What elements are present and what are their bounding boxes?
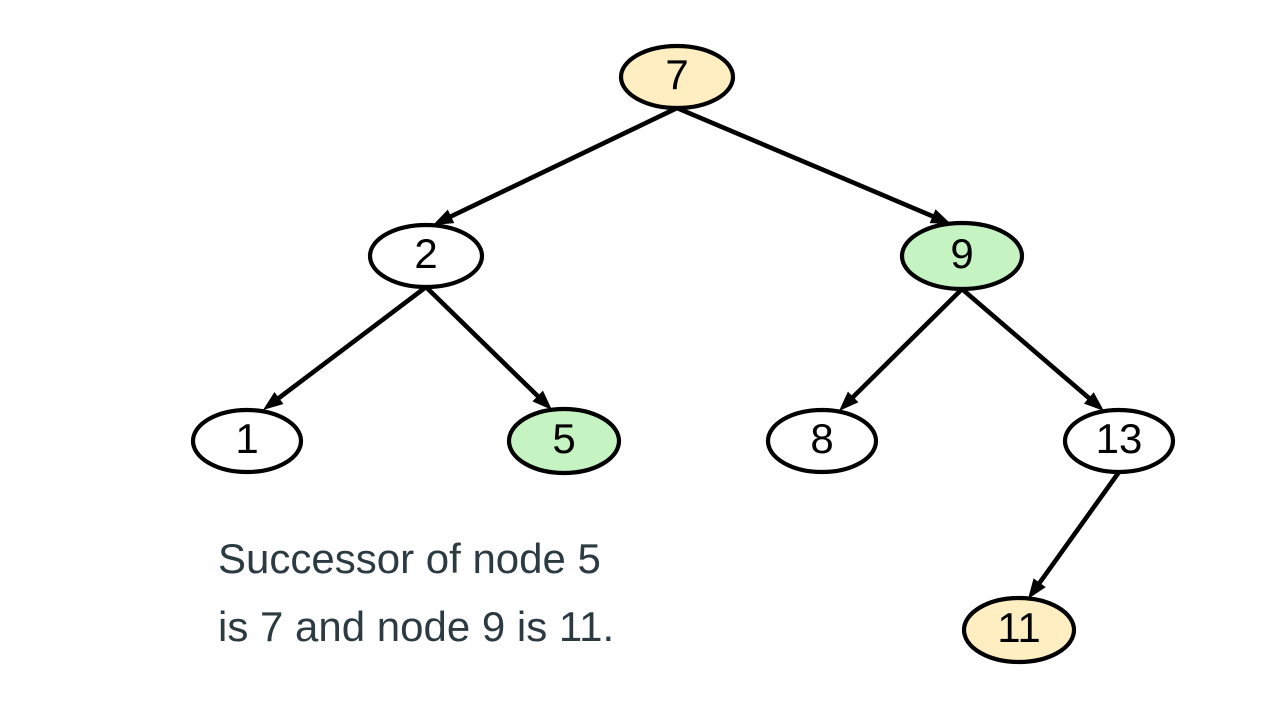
caption-layer: Successor of node 5 is 7 and node 9 is 11… <box>218 535 614 650</box>
node-label: 8 <box>810 415 833 462</box>
tree-node-5[interactable]: 5 <box>506 406 622 476</box>
node-label: 1 <box>235 415 258 462</box>
node-ellipse[interactable] <box>1062 407 1176 475</box>
node-label: 13 <box>1096 415 1143 462</box>
edge-arrowhead-icon <box>1083 392 1104 411</box>
node-ellipse[interactable] <box>190 407 304 475</box>
edge-line <box>1036 470 1121 587</box>
tree-node-2[interactable]: 2 <box>367 222 485 290</box>
edge-line <box>447 105 678 220</box>
node-ellipse[interactable] <box>367 222 485 290</box>
node-ellipse[interactable] <box>506 406 622 476</box>
tree-edge <box>1028 470 1121 599</box>
tree-edge <box>676 105 951 224</box>
edge-arrowhead-icon <box>532 390 552 410</box>
edge-line <box>676 105 937 220</box>
tree-edge <box>960 287 1104 411</box>
tree-node-1[interactable]: 1 <box>190 407 304 475</box>
edge-arrowhead-icon <box>433 209 455 225</box>
nodes-layer: 7 2 9 1 5 8 13 11 <box>190 43 1176 665</box>
edge-arrowhead-icon <box>263 391 284 410</box>
node-label: 11 <box>997 604 1041 651</box>
tree-edge <box>424 285 552 410</box>
node-ellipse[interactable] <box>765 407 879 475</box>
caption-line-1: Successor of node 5 <box>218 535 601 582</box>
node-label: 5 <box>552 415 575 462</box>
node-label: 7 <box>665 51 688 98</box>
tree-edge <box>263 285 428 410</box>
tree-node-9[interactable]: 9 <box>899 220 1025 292</box>
tree-node-11[interactable]: 11 <box>961 595 1077 665</box>
node-label: 2 <box>414 230 437 277</box>
tree-node-13[interactable]: 13 <box>1062 407 1176 475</box>
tree-edge <box>433 105 678 225</box>
node-ellipse[interactable] <box>618 43 736 111</box>
tree-node-8[interactable]: 8 <box>765 407 879 475</box>
edge-line <box>275 285 428 402</box>
edge-arrowhead-icon <box>1028 578 1046 599</box>
edge-arrowhead-icon <box>929 209 951 224</box>
node-label: 9 <box>950 230 973 277</box>
caption-line-2: is 7 and node 9 is 11. <box>218 603 614 650</box>
tree-node-7[interactable]: 7 <box>618 43 736 111</box>
tree-edge <box>839 287 964 411</box>
edge-line <box>424 285 542 400</box>
edges-layer <box>263 105 1121 599</box>
edge-arrowhead-icon <box>839 391 859 411</box>
edge-line <box>960 287 1093 402</box>
node-ellipse[interactable] <box>899 220 1025 292</box>
node-ellipse[interactable] <box>961 595 1077 665</box>
edge-line <box>849 287 964 401</box>
